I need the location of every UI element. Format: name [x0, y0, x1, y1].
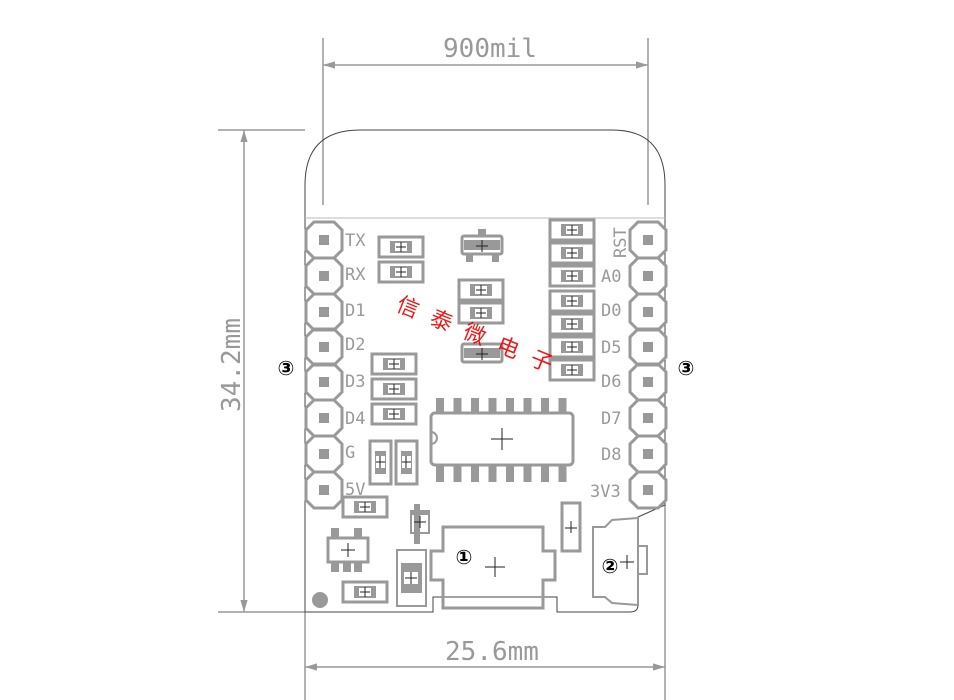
smd-resistor: [548, 241, 596, 265]
smd-resistor: [548, 358, 596, 382]
smd-resistor: [341, 495, 389, 519]
smd-resistor-vertical: [394, 439, 419, 486]
dimension-top: [322, 38, 649, 205]
ic-pin: [523, 398, 532, 413]
header-pin-d1: [304, 292, 344, 332]
dimension-height-mm: 34.2mm: [217, 318, 247, 412]
marker-right-header: ③: [678, 356, 695, 380]
battery-holder: [429, 525, 557, 610]
pin-label-rx: RX: [345, 265, 366, 285]
smd-resistor: [370, 352, 418, 376]
smd-resistor: [370, 377, 418, 401]
ic-pin: [453, 465, 462, 482]
header-pin-g: [304, 434, 344, 474]
marker-left-header: ③: [278, 356, 295, 380]
capacitor-vertical-right: [560, 501, 582, 553]
smd-resistor: [370, 402, 418, 426]
diode: [410, 504, 430, 544]
ic-pin: [471, 398, 479, 413]
pin-label-d0: D0: [601, 301, 621, 321]
marker-battery: ①: [456, 545, 473, 569]
dimension-left: [218, 129, 305, 613]
polarized-capacitor: [396, 549, 427, 607]
ic-pin: [506, 465, 514, 482]
usb-connector: [592, 516, 648, 607]
smd-resistor-vertical: [368, 439, 393, 486]
smd-resistor: [377, 235, 425, 259]
pin-label-d4: D4: [345, 409, 365, 429]
smd-resistor: [548, 335, 596, 359]
sot-transistor-mid: [460, 342, 504, 364]
smd-resistor: [377, 260, 425, 284]
right-pin-header: [628, 220, 668, 510]
fiducial-mark: [312, 592, 328, 608]
header-pin-d4: [304, 398, 344, 438]
ic-chip: [429, 398, 575, 482]
ic-pin: [471, 465, 479, 482]
pin-label-d7: D7: [601, 409, 621, 429]
header-pin-d3: [304, 362, 344, 402]
ic-pin: [488, 465, 497, 482]
smd-resistor: [457, 278, 505, 302]
smd-resistor: [548, 312, 596, 336]
pin-label-d3: D3: [345, 372, 365, 392]
smd-resistor: [548, 264, 596, 288]
header-pin-d5: [628, 327, 668, 367]
ic-pin: [488, 398, 497, 413]
header-pin-rx: [304, 256, 344, 296]
pin-label-d1: D1: [345, 301, 365, 321]
header-pin-d0: [628, 292, 668, 332]
sot-regulator: [326, 528, 370, 572]
ic-pin: [436, 398, 444, 413]
dimension-bottom: [304, 505, 666, 700]
board-outline: [304, 129, 666, 613]
pin-label-5v: 5V: [345, 480, 365, 500]
smd-resistor: [341, 580, 389, 604]
header-pin-3v3: [628, 470, 668, 510]
header-pin-d7: [628, 398, 668, 438]
ic-pin: [436, 465, 444, 482]
ic-pin: [453, 398, 462, 413]
header-pin-d6: [628, 362, 668, 402]
pin-label-a0: A0: [601, 267, 621, 287]
dimension-width-mil: 900mil: [443, 34, 537, 64]
header-pin-a0: [628, 256, 668, 296]
pin-label-d8: D8: [601, 445, 621, 465]
header-pin-rst: [628, 220, 668, 260]
header-pin-d2: [304, 327, 344, 367]
smd-resistor: [457, 301, 505, 325]
ic-pin: [541, 465, 549, 482]
pin-label-d2: D2: [345, 335, 365, 355]
watermark-text: 信泰微电子: [393, 292, 569, 383]
pin-label-d6: D6: [601, 372, 621, 392]
smd-resistor: [548, 218, 596, 242]
left-pin-header: [304, 220, 344, 510]
header-pin-d8: [628, 434, 668, 474]
header-pin-5v: [304, 470, 344, 510]
sot-transistor-top: [460, 229, 504, 262]
pin-label-rst: RST: [611, 227, 631, 258]
pin-label-g: G: [345, 443, 355, 463]
dimension-width-mm: 25.6mm: [445, 637, 539, 667]
ic-pin: [523, 465, 532, 482]
header-pin-tx: [304, 220, 344, 260]
pin-label-3v3: 3V3: [590, 482, 621, 502]
ic-pin: [541, 398, 549, 413]
pin-label-tx: TX: [345, 231, 366, 251]
ic-pin: [558, 465, 567, 482]
smd-components: [341, 218, 596, 604]
ic-pin: [506, 398, 514, 413]
pin-label-d5: D5: [601, 338, 621, 358]
ic-pin: [558, 398, 567, 413]
marker-usb: ②: [602, 554, 619, 578]
smd-resistor: [548, 289, 596, 313]
